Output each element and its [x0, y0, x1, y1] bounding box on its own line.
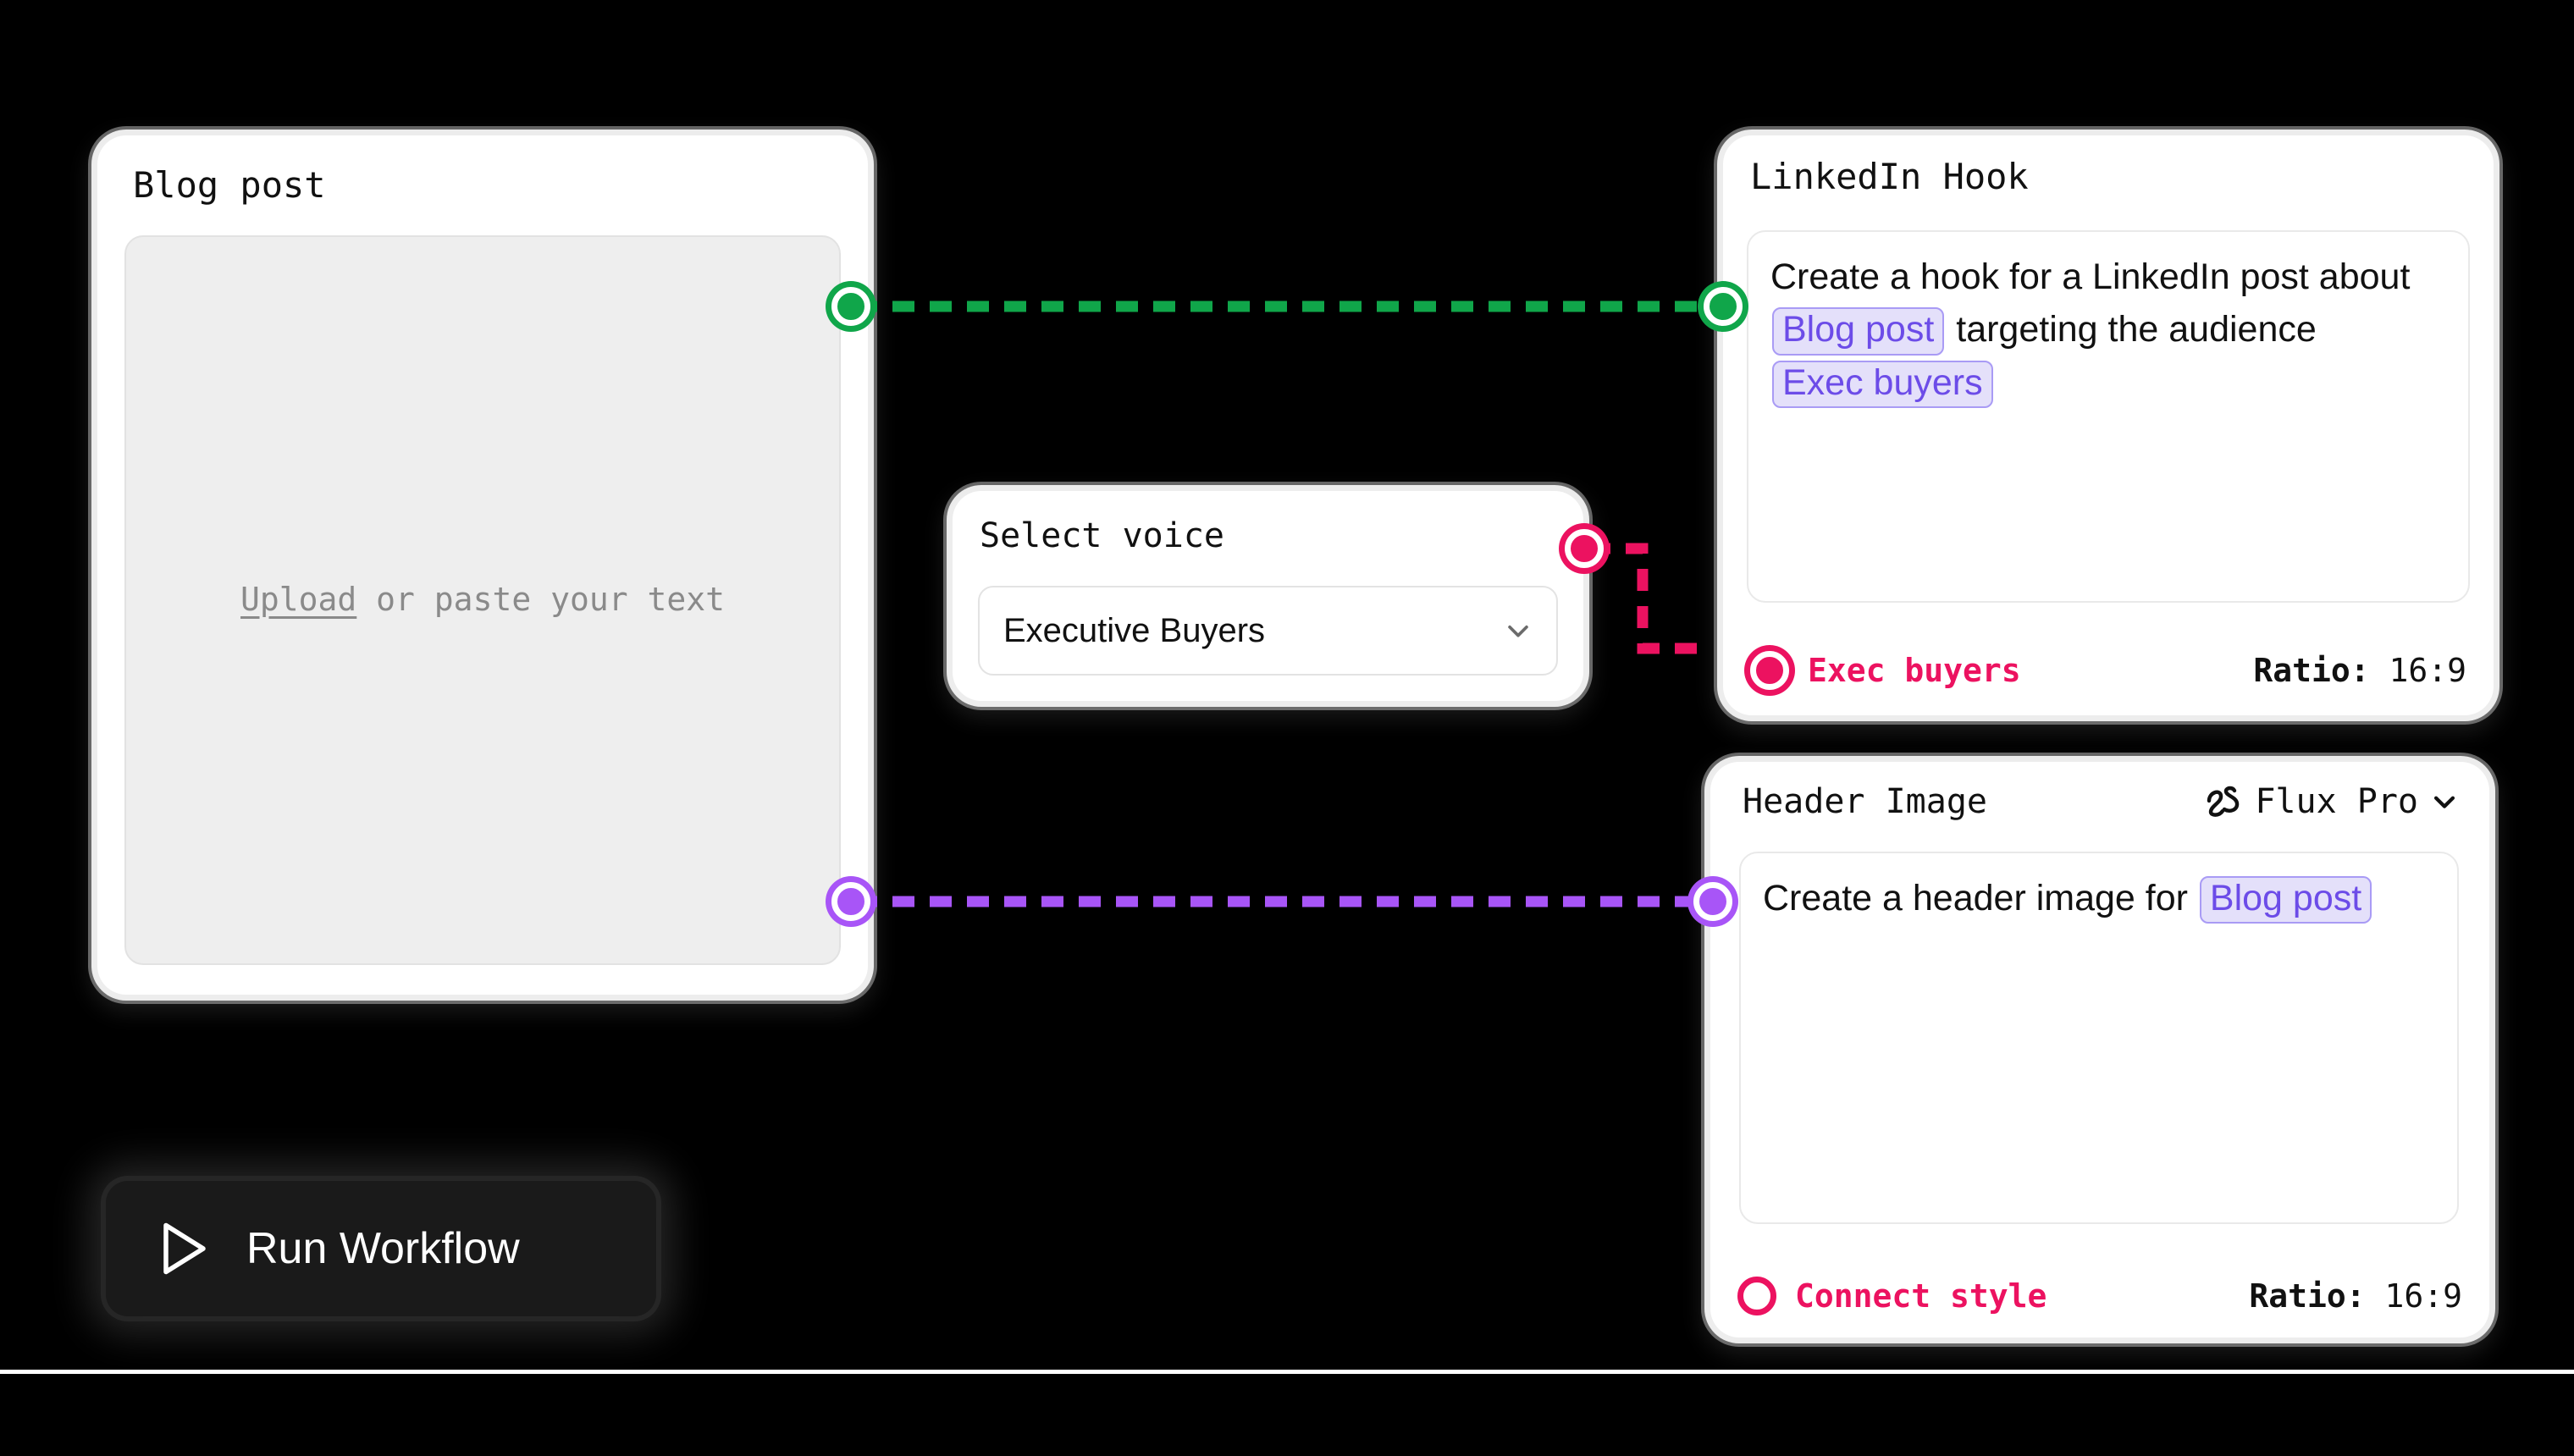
hook-style-port-label: Exec buyers	[1808, 652, 2021, 689]
model-name: Flux Pro	[2255, 782, 2418, 821]
dropzone-hint-rest: or paste your text	[356, 581, 725, 619]
hook-ratio-label: Ratio:	[2253, 652, 2370, 689]
image-ratio-value: 16:9	[2384, 1277, 2462, 1315]
voice-select[interactable]: Executive Buyers	[978, 586, 1558, 676]
chevron-down-icon[interactable]	[2430, 787, 2459, 816]
hook-prompt-part1: Create a hook for a LinkedIn post about	[1770, 256, 2411, 297]
port-blog-output-text[interactable]	[831, 287, 870, 326]
model-selector[interactable]: Flux Pro	[2204, 782, 2459, 821]
hook-prompt-part2: targeting the audience	[1946, 309, 2317, 350]
port-voice-output[interactable]	[1565, 529, 1604, 568]
node-title-header-image: Header Image	[1743, 782, 1987, 821]
play-icon	[163, 1222, 206, 1275]
image-prompt-part1: Create a header image for	[1763, 878, 2198, 918]
connection-voice-to-hook	[1588, 543, 1699, 654]
port-hook-style-input[interactable]	[1750, 651, 1789, 690]
hook-prompt-text: Create a hook for a LinkedIn post about …	[1770, 251, 2446, 409]
chevron-down-icon	[1508, 625, 1528, 637]
port-blog-output-image[interactable]	[831, 882, 870, 921]
port-hook-input[interactable]	[1704, 287, 1743, 326]
image-style-port-group[interactable]: Connect style	[1737, 1277, 2046, 1315]
hook-ratio-value: 16:9	[2389, 652, 2466, 689]
image-ratio-label: Ratio:	[2249, 1277, 2366, 1315]
variable-chip-blog-post[interactable]: Blog post	[1772, 307, 1945, 356]
node-header-image[interactable]: Header Image Flux Pro Create a header im…	[1710, 762, 2489, 1337]
hook-ratio[interactable]: Ratio: 16:9	[2253, 652, 2466, 689]
node-title-linkedin-hook: LinkedIn Hook	[1750, 156, 2029, 197]
node-select-voice[interactable]: Select voice Executive Buyers	[953, 491, 1583, 701]
node-blog-post[interactable]: Blog post Upload or paste your text	[97, 135, 868, 995]
variable-chip-blog-post[interactable]: Blog post	[2199, 876, 2372, 924]
image-card-footer: Connect style Ratio: 16:9	[1737, 1277, 2462, 1315]
image-style-port-label: Connect style	[1795, 1277, 2047, 1315]
voice-select-value: Executive Buyers	[1003, 611, 1266, 649]
image-prompt-text: Create a header image for Blog post	[1763, 872, 2435, 924]
hook-card-footer: Exec buyers Ratio: 16:9	[1750, 651, 2466, 690]
run-workflow-button[interactable]: Run Workflow	[106, 1181, 656, 1316]
dropzone-hint: Upload or paste your text	[240, 578, 725, 621]
run-workflow-label: Run Workflow	[246, 1224, 520, 1273]
node-title-select-voice: Select voice	[980, 516, 1224, 555]
variable-chip-exec-buyers[interactable]: Exec buyers	[1772, 360, 1993, 409]
flux-squiggle-icon	[2207, 786, 2240, 817]
blog-post-dropzone[interactable]: Upload or paste your text	[124, 235, 841, 965]
node-linkedin-hook[interactable]: LinkedIn Hook Create a hook for a Linked…	[1723, 135, 2494, 715]
hook-prompt-editor[interactable]: Create a hook for a LinkedIn post about …	[1747, 230, 2470, 603]
hook-style-port-group[interactable]: Exec buyers	[1750, 651, 2021, 690]
port-image-style-input[interactable]	[1737, 1277, 1776, 1315]
bottom-divider	[0, 1370, 2574, 1374]
port-image-input[interactable]	[1693, 882, 1732, 921]
upload-link[interactable]: Upload	[240, 581, 357, 619]
image-prompt-editor[interactable]: Create a header image for Blog post	[1739, 852, 2459, 1224]
node-title-blog-post: Blog post	[133, 164, 326, 206]
image-ratio[interactable]: Ratio: 16:9	[2249, 1277, 2462, 1315]
